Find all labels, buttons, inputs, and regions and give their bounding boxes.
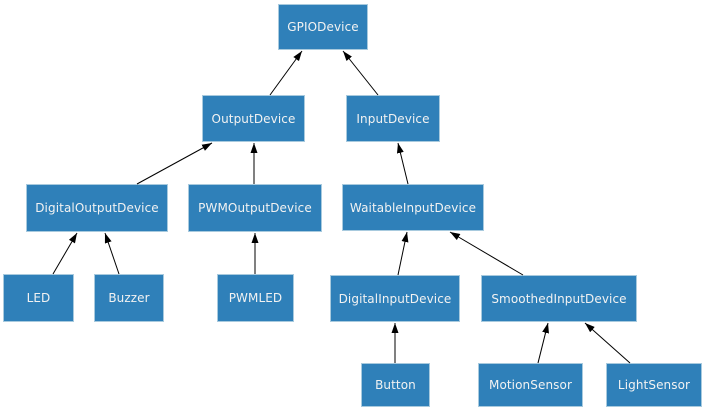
inheritance-edge-digitaloutputdevice-to-outputdevice	[136, 142, 213, 185]
class-node-label: DigitalOutputDevice	[35, 201, 159, 215]
class-node-motionsensor: MotionSensor	[478, 363, 583, 407]
class-node-led: LED	[3, 274, 74, 322]
class-node-label: InputDevice	[356, 111, 430, 126]
inheritance-edge-buzzer-to-digitaloutputdevice	[104, 232, 120, 275]
class-node-outputdevice: OutputDevice	[202, 95, 305, 142]
inheritance-edge-motionsensor-to-smoothedinputdevice	[537, 322, 549, 364]
class-node-digitaloutputdevice: DigitalOutputDevice	[26, 184, 168, 232]
class-node-label: PWMOutputDevice	[198, 201, 312, 215]
class-node-pwmled: PWMLED	[217, 274, 294, 322]
class-node-label: SmoothedInputDevice	[491, 291, 627, 306]
class-node-inputdevice: InputDevice	[346, 95, 440, 142]
class-node-pwmoutputdevice: PWMOutputDevice	[188, 184, 322, 232]
class-node-label: PWMLED	[228, 291, 283, 305]
class-node-lightsensor: LightSensor	[606, 363, 702, 407]
inheritance-edge-waitableinputdevice-to-inputdevice	[396, 142, 409, 185]
class-node-buzzer: Buzzer	[94, 274, 164, 322]
inheritance-edge-digitalinputdevice-to-waitableinputdevice	[397, 231, 409, 276]
inheritance-edge-led-to-digitaloutputdevice	[52, 232, 78, 275]
class-node-label: OutputDevice	[211, 111, 296, 126]
class-node-button: Button	[361, 363, 430, 407]
class-node-smoothedinputdevice: SmoothedInputDevice	[481, 275, 637, 322]
inheritance-edge-inputdevice-to-gpiodevice	[342, 50, 379, 96]
class-node-label: MotionSensor	[488, 378, 572, 392]
class-node-waitableinputdevice: WaitableInputDevice	[342, 184, 484, 231]
class-node-label: LightSensor	[617, 378, 691, 392]
inheritance-edge-smoothedinputdevice-to-waitableinputdevice	[449, 231, 524, 276]
class-node-digitalinputdevice: DigitalInputDevice	[330, 275, 460, 322]
class-node-label: Button	[375, 378, 416, 392]
class-node-label: WaitableInputDevice	[349, 200, 477, 215]
class-node-label: LED	[26, 291, 51, 305]
class-node-gpiodevice: GPIODevice	[278, 4, 368, 50]
class-node-label: GPIODevice	[287, 20, 359, 34]
inheritance-edge-lightsensor-to-smoothedinputdevice	[584, 322, 631, 364]
inheritance-edge-outputdevice-to-gpiodevice	[269, 50, 303, 96]
class-node-label: DigitalInputDevice	[338, 291, 452, 306]
class-node-label: Buzzer	[108, 291, 150, 305]
